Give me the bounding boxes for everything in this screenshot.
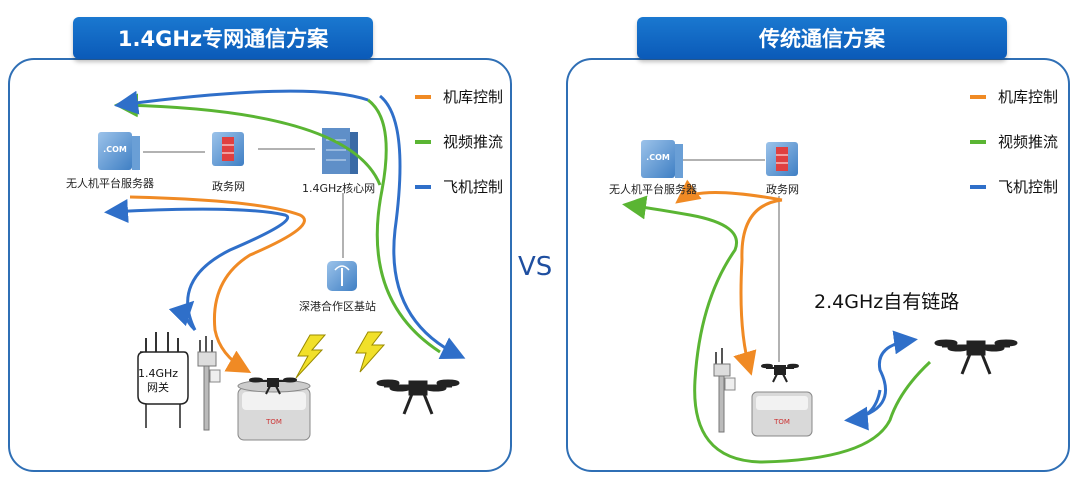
left-title: 1.4GHz专网通信方案: [73, 17, 373, 59]
gov-network-icon: [766, 142, 798, 176]
legend-item: 飞机控制: [415, 176, 503, 197]
gateway-icon: [137, 332, 189, 428]
lightning-icon: [295, 334, 327, 379]
legend-item: 机库控制: [970, 86, 1058, 107]
flight-control-arrow: [114, 89, 369, 115]
link-label: 2.4GHz自有链路: [814, 291, 960, 313]
station-label: 深港合作区基站: [299, 300, 376, 313]
gov-network-icon: [212, 132, 244, 166]
flight-control-arrow: [104, 199, 290, 331]
video-stream-arrow: [114, 93, 382, 186]
server-icon: .COM: [641, 140, 683, 178]
gov-label: 政务网: [766, 183, 799, 196]
right-panel: [566, 58, 1070, 472]
server-label: 无人机平台服务器: [609, 183, 697, 196]
svg-text:.COM: .COM: [103, 145, 127, 154]
base-station-icon: [327, 261, 357, 291]
drone-icon: [376, 379, 460, 415]
hangar-icon: TOM: [751, 391, 813, 437]
hangar-control-arrow: [129, 195, 306, 373]
legend-item: 视频推流: [415, 131, 503, 152]
gov-label: 政务网: [212, 180, 245, 193]
flight-control-arrow: [168, 300, 197, 332]
legend-item: 视频推流: [970, 131, 1058, 152]
server-icon: .COM: [98, 132, 140, 170]
flight-control-arrow: [844, 389, 882, 431]
vs-label: VS: [518, 252, 553, 282]
drone-icon: [249, 377, 297, 395]
right-title: 传统通信方案: [637, 17, 1007, 59]
svg-text:TOM: TOM: [773, 418, 790, 426]
drone-icon: [934, 339, 1018, 375]
legend-item: 飞机控制: [970, 176, 1058, 197]
svg-text:TOM: TOM: [265, 418, 282, 426]
gateway-label: 1.4GHz 网关: [138, 367, 179, 394]
hangar-control-arrow: [675, 179, 783, 204]
hangar-control-arrow: [733, 198, 783, 376]
antenna-pole-icon: [713, 348, 736, 433]
lightning-icon: [355, 331, 386, 373]
drone-icon: [761, 363, 799, 383]
video-stream-arrow: [367, 98, 441, 354]
flight-control-arrow: [379, 94, 466, 360]
core-label: 1.4GHz核心网: [302, 182, 376, 195]
server-label: 无人机平台服务器: [66, 177, 154, 190]
flight-control-arrow: [847, 330, 918, 422]
video-stream-arrow: [622, 195, 932, 464]
hangar-icon: TOM: [237, 379, 311, 441]
antenna-pole-icon: [197, 336, 221, 431]
legend-item: 机库控制: [415, 86, 503, 107]
svg-text:.COM: .COM: [646, 153, 670, 162]
